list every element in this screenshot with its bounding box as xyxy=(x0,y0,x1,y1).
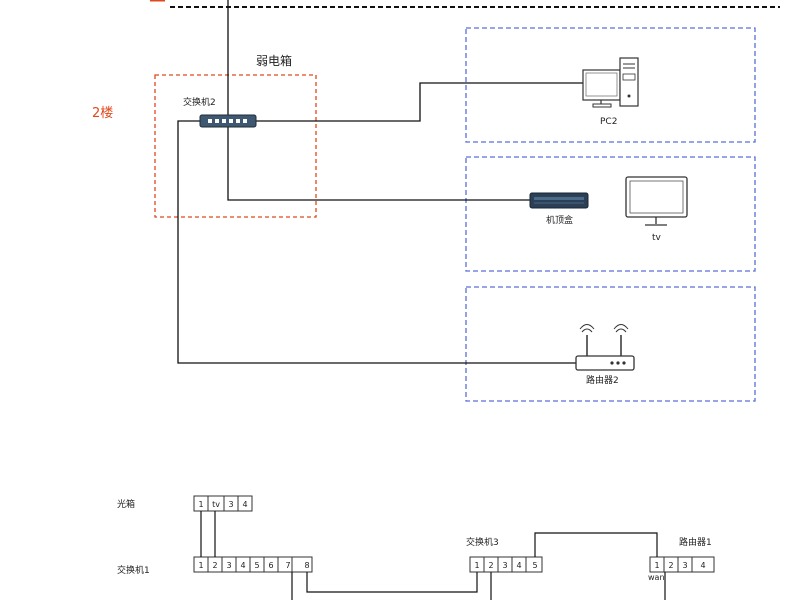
switch3-label: 交换机3 xyxy=(466,536,499,548)
optical-port-label: 4 xyxy=(242,500,247,509)
cables-lower xyxy=(200,511,666,600)
pc-icon xyxy=(582,57,639,108)
switch3-port-label: 3 xyxy=(502,561,507,570)
optical-port-label: tv xyxy=(212,500,220,509)
tv-label: tv xyxy=(652,233,662,243)
switch3-port-label: 5 xyxy=(532,561,537,570)
router1-label: 路由器1 xyxy=(679,536,712,548)
weak-box-title: 弱电箱 xyxy=(256,53,292,68)
switch1-port-label: 5 xyxy=(254,561,259,570)
switch1-port-label: 2 xyxy=(212,561,217,570)
switch1-port-label: 6 xyxy=(268,561,273,570)
router1-port-label: 2 xyxy=(668,561,673,570)
optical-box-label: 光箱 xyxy=(117,498,135,510)
cable-switch1-switch3 xyxy=(306,572,478,593)
optical-port-label: 1 xyxy=(198,500,203,509)
router1-wan-label: wan xyxy=(648,573,665,582)
switch1-port-label: 3 xyxy=(226,561,231,570)
optical-port-label: 3 xyxy=(228,500,233,509)
switch1-port-label: 1 xyxy=(198,561,203,570)
switch1-port-label: 7 xyxy=(285,561,290,570)
cable-pc2 xyxy=(255,82,583,122)
switch3-ports xyxy=(469,556,543,573)
switch1-ports xyxy=(193,556,313,573)
cables-upper xyxy=(177,0,583,364)
cable-uplink xyxy=(227,0,530,201)
tv-icon xyxy=(625,176,688,226)
router1-ports xyxy=(649,556,715,573)
set-top-box-icon xyxy=(529,192,589,209)
switch1-label: 交换机1 xyxy=(117,564,150,576)
router2-label: 路由器2 xyxy=(586,374,619,386)
cable-switch3-router1 xyxy=(534,532,658,557)
weak-box-border xyxy=(154,74,317,218)
router1-port-label: 4 xyxy=(700,561,705,570)
router2-icon xyxy=(575,324,635,371)
room-zone-pc xyxy=(465,27,756,143)
switch2-device xyxy=(199,114,257,128)
switch1-port-label: 4 xyxy=(240,561,245,570)
switch1-port-label: 8 xyxy=(304,561,309,570)
router1-port-label: 1 xyxy=(654,561,659,570)
switch3-port-label: 2 xyxy=(488,561,493,570)
router1-port-label: 3 xyxy=(682,561,687,570)
switch2-label: 交换机2 xyxy=(183,96,216,108)
pc2-label: PC2 xyxy=(600,117,617,127)
room-zone-router xyxy=(465,286,756,402)
optical-box-ports xyxy=(193,495,253,512)
switch3-port-label: 1 xyxy=(474,561,479,570)
stb-label: 机顶盒 xyxy=(546,214,573,226)
floor-label: 2楼 xyxy=(92,106,113,121)
switch3-port-label: 4 xyxy=(516,561,521,570)
room-zone-tv xyxy=(465,156,756,272)
cable-router2 xyxy=(177,120,580,364)
